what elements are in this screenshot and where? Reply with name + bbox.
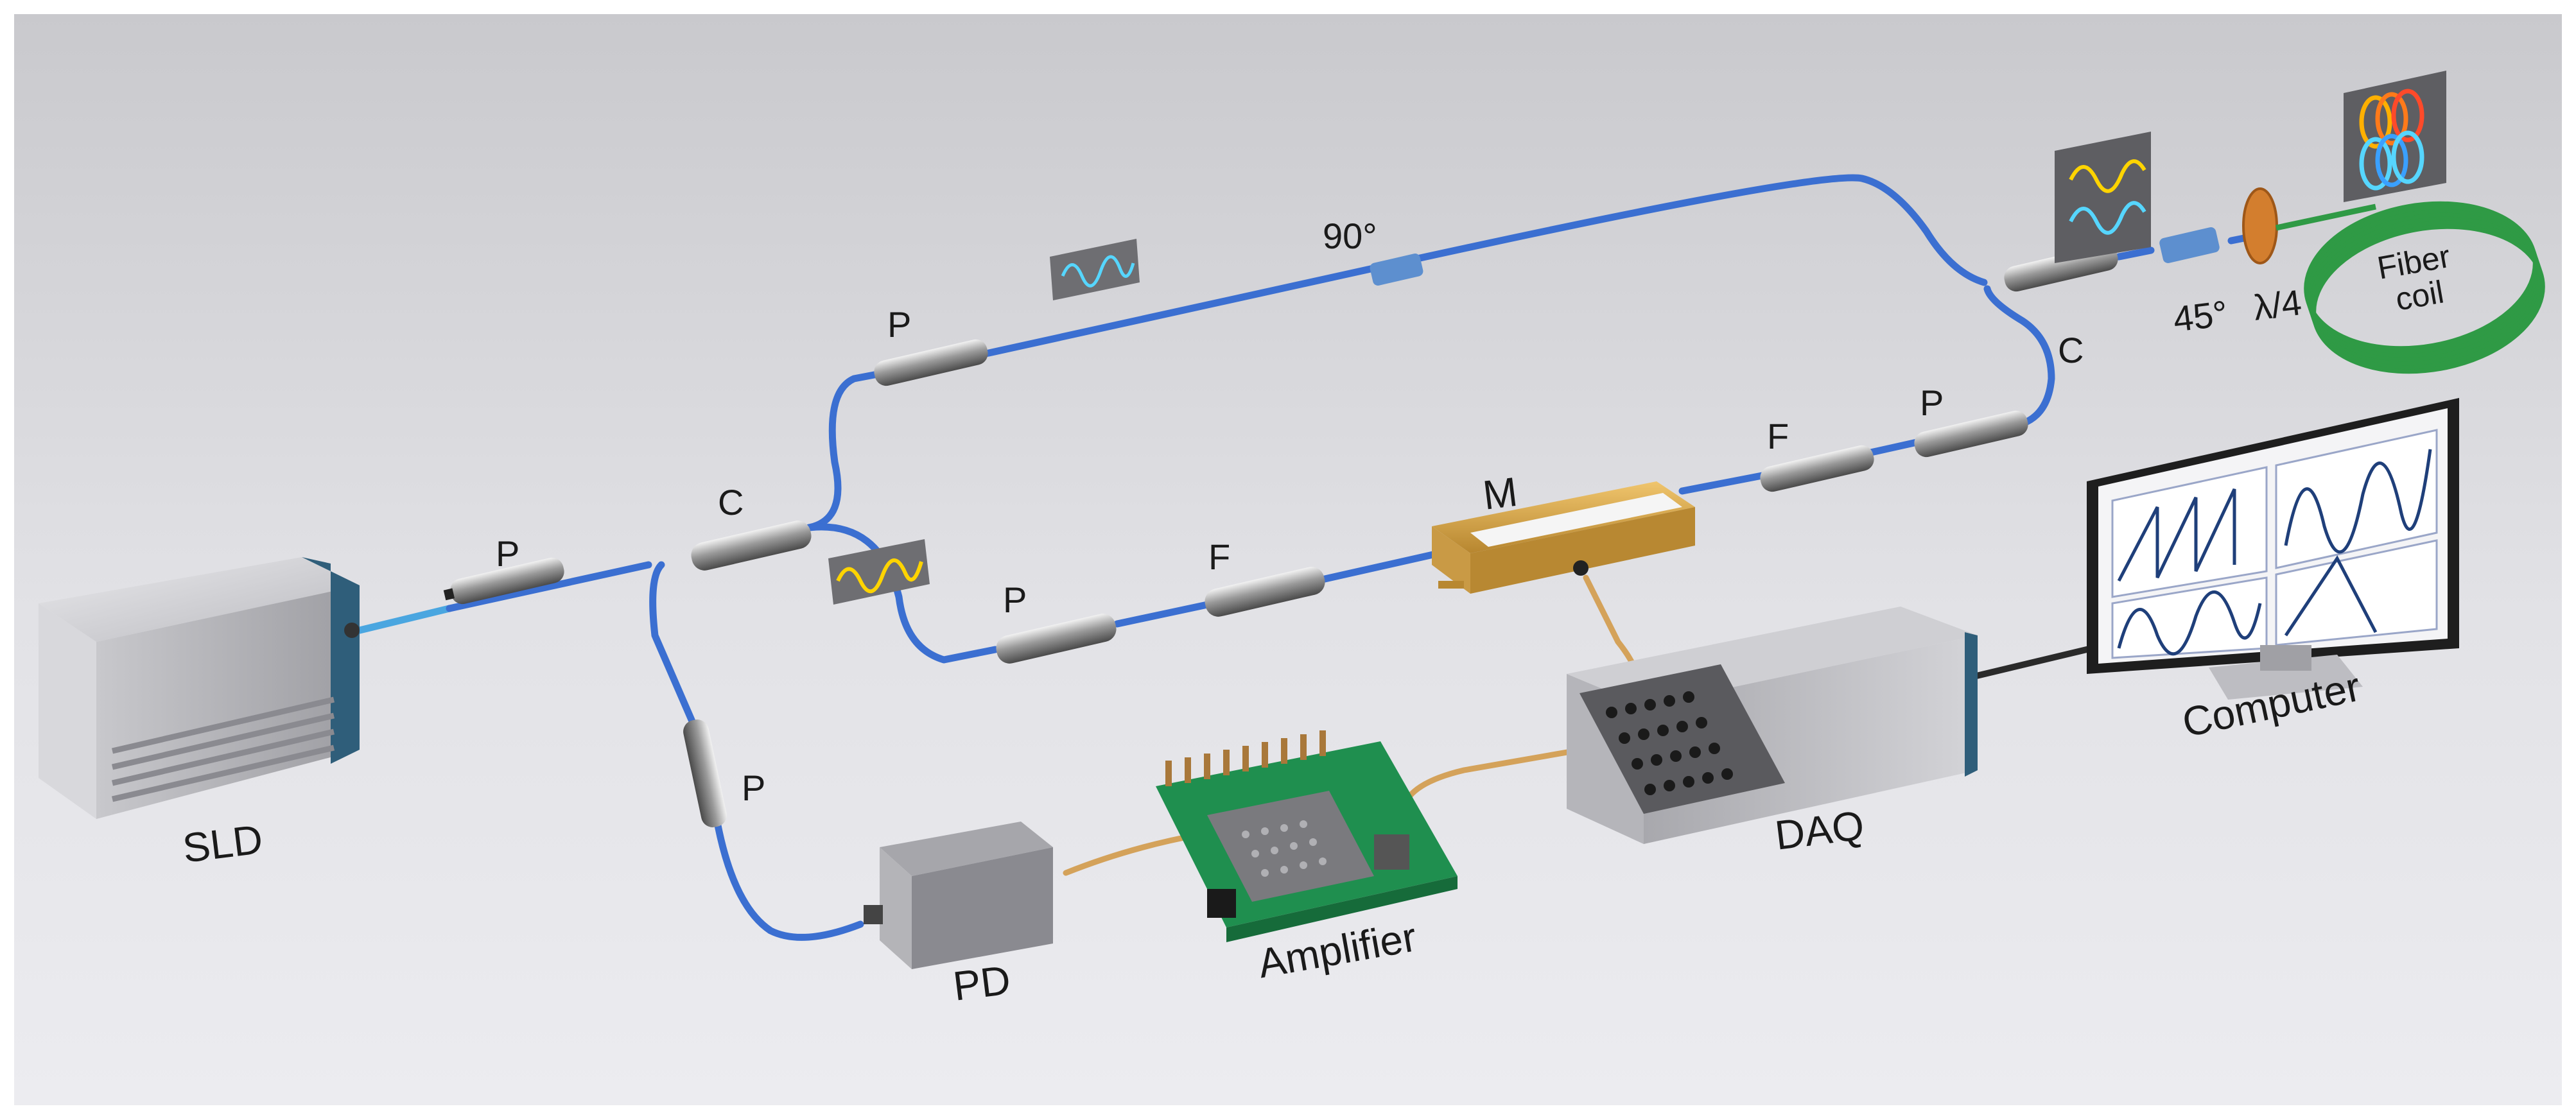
fiber-to-pd (712, 811, 864, 941)
coupler-1 (691, 521, 812, 571)
label-polarizer-right: P (1920, 383, 1944, 423)
fiber-coil (2304, 201, 2545, 374)
fiber-sld-p (446, 561, 652, 612)
label-angle-45: 45° (2171, 292, 2230, 340)
label-sld: SLD (180, 816, 265, 872)
fiber-sld-out (356, 605, 453, 634)
label-coupler-right: C (2058, 330, 2084, 370)
filter-right (1760, 445, 1874, 492)
phase-modulator (1432, 481, 1695, 594)
polarizer-right (1914, 410, 2028, 458)
fiber-lower-run (1113, 285, 2055, 628)
label-modulator: M (1480, 468, 1520, 519)
filter-lower (1205, 567, 1325, 617)
quarter-wave-plate (2242, 187, 2278, 264)
label-polarizer-vertical: P (742, 768, 766, 808)
polarizer-vertical (683, 719, 727, 827)
label-polarizer-1: P (496, 533, 520, 574)
label-polarizer-lower: P (1003, 580, 1027, 620)
waveform-icon (1050, 239, 1140, 300)
computer-monitor (2087, 398, 2459, 700)
waveform-icon (828, 539, 930, 605)
sld-source (39, 557, 360, 819)
label-quarter-wave: λ/4 (2251, 282, 2304, 328)
daq-unit (1567, 607, 1978, 844)
rotator-90 (1370, 254, 1423, 286)
label-coupler-1: C (718, 482, 744, 522)
fiber-coupler-to-lower (805, 523, 999, 664)
fiber-network (356, 174, 2264, 941)
photodetector (864, 822, 1053, 969)
fiber-to-coil (2276, 203, 2376, 231)
polarizer-upper (874, 339, 988, 386)
polarization-icon (2055, 132, 2151, 263)
label-polarizer-upper: P (887, 304, 912, 345)
amplifier-board (1156, 730, 1458, 942)
label-daq: DAQ (1772, 802, 1867, 859)
helix-icon (2344, 71, 2446, 202)
polarizer-lower (996, 614, 1117, 664)
fiber-upper-loop (805, 174, 1988, 531)
label-angle-90: 90° (1323, 216, 1377, 256)
label-filter-lower: F (1208, 537, 1231, 577)
polarizer-1 (443, 557, 564, 605)
rotator-45 (2159, 227, 2220, 264)
label-filter-right: F (1767, 416, 1789, 456)
label-pd: PD (950, 956, 1013, 1010)
fiber-coupler-down (649, 561, 701, 736)
